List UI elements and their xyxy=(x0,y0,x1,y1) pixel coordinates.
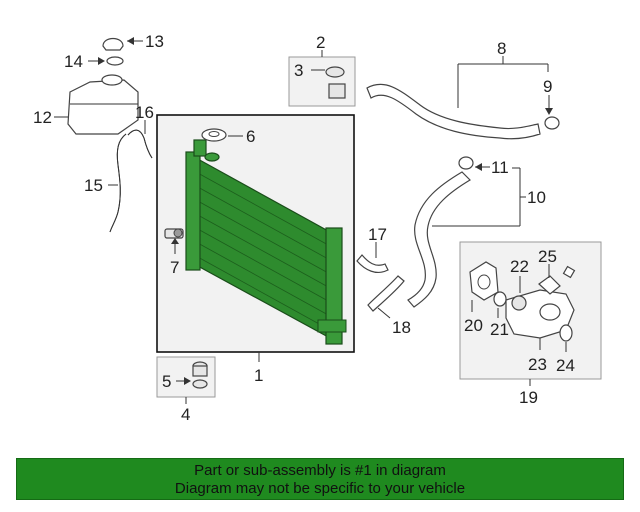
hose-clamp-9 xyxy=(544,116,560,130)
callout-9: 9 xyxy=(543,77,552,96)
callout-25: 25 xyxy=(538,247,557,266)
radiator-left-tank xyxy=(185,151,201,271)
callout-23: 23 xyxy=(528,355,547,374)
clamp-11-group[interactable]: 11 xyxy=(458,156,509,177)
callout-16: 16 xyxy=(135,103,154,122)
thermostat-22 xyxy=(511,295,527,311)
callout-6: 6 xyxy=(246,127,255,146)
reservoir-tank xyxy=(67,79,139,135)
parts-diagram: 1 6 7 3 2 8 9 xyxy=(33,32,602,424)
callout-8: 8 xyxy=(497,39,506,58)
drain-plug-group[interactable]: 7 xyxy=(164,228,184,277)
callout-2: 2 xyxy=(316,33,325,52)
gasket-21 xyxy=(493,291,507,307)
hose-16-group[interactable]: 16 xyxy=(127,103,154,159)
callout-1: 1 xyxy=(254,366,263,385)
seal-14-group[interactable]: 14 xyxy=(64,52,124,71)
reservoir-cap xyxy=(102,37,124,51)
diagram-notice-banner: Part or sub-assembly is #1 in diagram Di… xyxy=(16,458,624,500)
callout-10: 10 xyxy=(527,188,546,207)
hose-17-group[interactable]: 17 xyxy=(356,225,389,273)
notice-line-2: Diagram may not be specific to your vehi… xyxy=(174,480,466,497)
mount-group[interactable]: 3 2 xyxy=(288,33,356,107)
notice-line-1: Part or sub-assembly is #1 in diagram xyxy=(194,462,446,479)
mount-insulator xyxy=(325,66,345,78)
hose-clamp-11 xyxy=(458,156,474,170)
hose-18-group[interactable]: 18 xyxy=(367,275,411,337)
lower-hose-group[interactable]: 10 xyxy=(407,167,546,308)
seal-14 xyxy=(106,56,124,66)
sensor-25 xyxy=(538,275,561,295)
upper-hose-group[interactable]: 8 xyxy=(366,39,549,140)
lower-hose xyxy=(407,171,471,308)
callout-14: 14 xyxy=(64,52,83,71)
mount-box xyxy=(288,56,356,107)
callout-3: 3 xyxy=(294,61,303,80)
radiator-right-tank xyxy=(325,227,343,345)
radiator-filler-neck xyxy=(193,139,207,157)
callout-18: 18 xyxy=(392,318,411,337)
seal-24 xyxy=(559,324,573,342)
callout-7: 7 xyxy=(170,258,179,277)
reservoir-group[interactable]: 12 xyxy=(33,74,139,135)
hose-18 xyxy=(367,275,405,312)
callout-12: 12 xyxy=(33,108,52,127)
radiator-filler-cap xyxy=(204,152,220,162)
callout-21: 21 xyxy=(490,320,509,339)
callout-22: 22 xyxy=(510,257,529,276)
upper-hose xyxy=(366,83,541,140)
radiator-assembly-group[interactable]: 1 xyxy=(156,114,355,385)
callout-19: 19 xyxy=(519,388,538,407)
callout-24: 24 xyxy=(556,356,575,375)
radiator-bracket xyxy=(317,319,347,333)
thermostat-group[interactable]: 20 21 22 23 24 25 19 xyxy=(459,241,602,407)
radiator-cap-group[interactable]: 6 xyxy=(201,127,255,146)
callout-11: 11 xyxy=(491,158,509,177)
clamp-9-group[interactable]: 9 xyxy=(543,77,560,130)
callout-13: 13 xyxy=(145,32,164,51)
callout-4: 4 xyxy=(181,405,190,424)
callout-17: 17 xyxy=(368,225,387,244)
overflow-hose-group[interactable]: 15 xyxy=(84,133,127,233)
insulator-group[interactable]: 5 4 xyxy=(156,356,216,424)
callout-20: 20 xyxy=(464,316,483,335)
hose-16 xyxy=(127,129,153,159)
radiator-fins xyxy=(195,171,331,331)
callout-5: 5 xyxy=(162,372,171,391)
callout-15: 15 xyxy=(84,176,103,195)
reservoir-cap-group[interactable]: 13 xyxy=(102,32,164,51)
radiator-cap xyxy=(201,128,227,142)
hose-17 xyxy=(356,254,389,273)
